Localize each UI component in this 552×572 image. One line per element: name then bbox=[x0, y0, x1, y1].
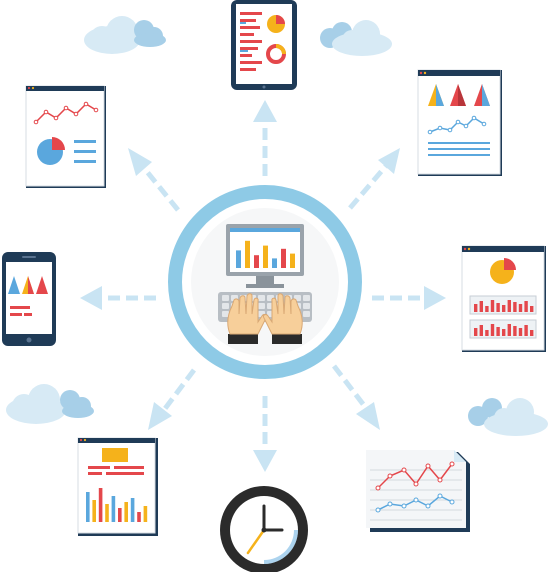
doc-bar bbox=[118, 508, 122, 522]
doc-bar bbox=[86, 492, 90, 522]
doc-bar bbox=[143, 506, 148, 522]
clock-icon bbox=[220, 486, 308, 572]
strip-bar bbox=[502, 329, 506, 336]
arrow-up-left bbox=[128, 148, 180, 212]
arrows bbox=[80, 100, 446, 472]
strip-bar bbox=[524, 325, 528, 336]
strip-bar bbox=[485, 330, 489, 336]
pie-chart-report-icon bbox=[461, 245, 546, 352]
strip-bar bbox=[502, 305, 506, 312]
keyboard-key bbox=[222, 295, 229, 301]
hub-bar-chart bbox=[236, 240, 295, 268]
left-hand bbox=[227, 293, 267, 335]
workstation-icon bbox=[218, 224, 312, 344]
keyboard-key bbox=[303, 295, 310, 301]
hub-bar bbox=[254, 255, 259, 268]
strip-bar bbox=[518, 304, 523, 312]
strip-bar bbox=[474, 304, 478, 312]
keyboard-key bbox=[258, 303, 265, 309]
doc-bar bbox=[92, 500, 96, 522]
keyboard-key bbox=[303, 303, 310, 309]
strip-bar bbox=[474, 328, 478, 336]
right-hand bbox=[263, 293, 303, 335]
bar-chart-report-icon bbox=[417, 69, 502, 176]
strip-bar bbox=[479, 301, 483, 312]
document-report-icon bbox=[77, 437, 158, 536]
bar-chart bbox=[86, 488, 148, 522]
arrow-down bbox=[253, 396, 277, 472]
doc-bar bbox=[124, 502, 128, 522]
arrow-down-right bbox=[332, 364, 380, 430]
hub-bar bbox=[290, 253, 295, 268]
line-chart-report-icon bbox=[366, 450, 470, 532]
strip-bar bbox=[524, 301, 528, 312]
strip-bar bbox=[496, 303, 500, 312]
arrow-left bbox=[80, 286, 156, 310]
strip-bar bbox=[518, 328, 523, 336]
hub-bar bbox=[281, 248, 286, 268]
strip-bar bbox=[496, 327, 500, 336]
analytics-report-icon bbox=[25, 85, 106, 188]
strip-bar bbox=[530, 330, 534, 336]
arrow-right bbox=[372, 286, 446, 310]
hub-bar bbox=[245, 240, 250, 268]
arrow-up-right bbox=[348, 148, 400, 210]
arrow-down-left bbox=[148, 368, 196, 430]
keyboard-key bbox=[303, 311, 310, 317]
strip-bar bbox=[530, 306, 534, 312]
strip-bar bbox=[485, 306, 489, 312]
bar-strip bbox=[474, 300, 534, 312]
keyboard-key bbox=[222, 311, 229, 317]
strip-bar bbox=[507, 324, 511, 336]
hub-bar bbox=[263, 245, 268, 268]
second-hand bbox=[246, 528, 266, 555]
doc-bar bbox=[130, 498, 135, 522]
tablet-report-icon bbox=[231, 0, 297, 90]
cloud-icon bbox=[84, 16, 166, 54]
doc-bar bbox=[98, 488, 103, 522]
cloud-icon bbox=[6, 384, 94, 424]
strip-bar bbox=[490, 324, 495, 336]
keyboard-key bbox=[258, 295, 265, 301]
strip-bar bbox=[513, 302, 517, 312]
strip-bar bbox=[507, 300, 511, 312]
hub-bar bbox=[272, 258, 277, 268]
hub-bar bbox=[236, 250, 241, 268]
keyboard-key bbox=[222, 303, 229, 309]
strip-bar bbox=[479, 325, 483, 336]
smartphone-report-icon bbox=[2, 252, 56, 346]
bar-strip bbox=[474, 324, 534, 336]
strip-bar bbox=[490, 300, 495, 312]
cloud-icon bbox=[468, 398, 548, 436]
strip-bar bbox=[513, 326, 517, 336]
cloud-icon bbox=[320, 20, 392, 56]
doc-bar bbox=[105, 504, 109, 522]
clock-hands bbox=[246, 504, 284, 555]
hub bbox=[168, 185, 362, 379]
doc-bar bbox=[137, 512, 141, 522]
doc-bar bbox=[111, 496, 116, 522]
arrow-up bbox=[253, 100, 277, 176]
